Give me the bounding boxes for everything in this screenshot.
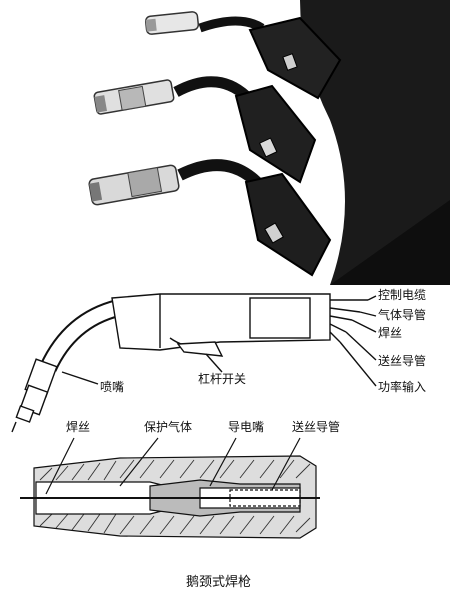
label-gas-hose: 气体导管 [378, 308, 427, 322]
welding-gun-2 [93, 76, 317, 184]
label-wire-feed-tube-side: 送丝导管 [378, 354, 427, 368]
label-wire-feed-tube-section: 送丝导管 [292, 420, 341, 434]
label-nozzle: 喷嘴 [100, 380, 125, 394]
label-shielding-gas: 保护气体 [144, 420, 193, 434]
label-welding-wire-section: 焊丝 [66, 420, 91, 434]
gun-diagram-panel: 控制电缆 气体导管 焊丝 送丝导管 功率输入 喷嘴 杠杆开关 焊丝 保护气体 导… [0, 280, 450, 600]
welding-gun-1 [144, 11, 342, 100]
welding-gun-photos [88, 0, 450, 285]
gun-cross-section [20, 437, 320, 539]
label-control-cable: 控制电缆 [378, 288, 427, 302]
welding-gun-3 [88, 159, 332, 277]
label-trigger: 杠杆开关 [198, 372, 247, 386]
label-contact-tip: 导电嘴 [228, 420, 265, 434]
gun-side-and-section-diagram [11, 293, 377, 539]
gun-side-view [11, 293, 377, 433]
figure-caption: 鹅颈式焊枪 [186, 575, 252, 590]
welding-gun-photo-panel [0, 0, 450, 285]
label-welding-wire-side: 焊丝 [378, 326, 403, 340]
label-power-input: 功率输入 [378, 380, 427, 394]
